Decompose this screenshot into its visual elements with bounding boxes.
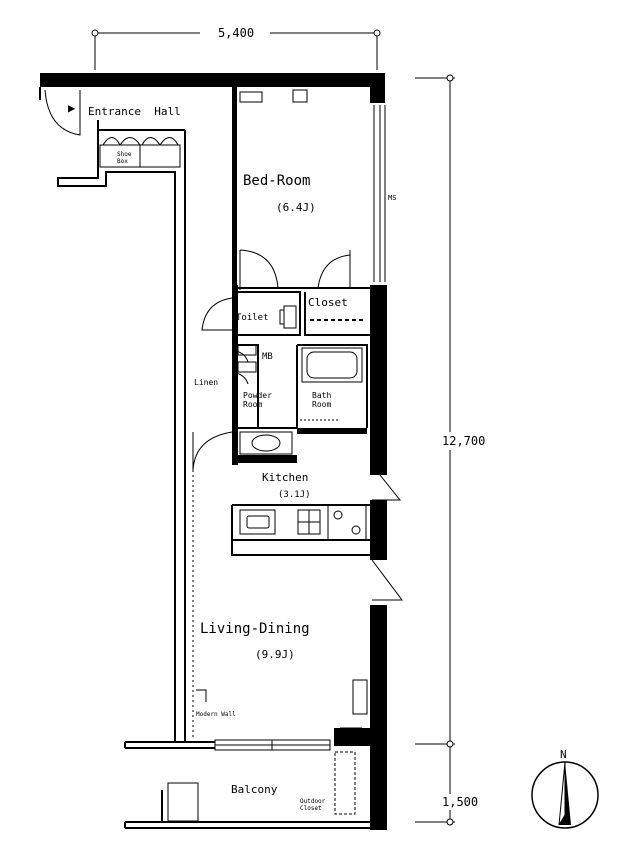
entrance-arrow-icon: ▶ xyxy=(68,101,76,115)
bedroom-ac xyxy=(239,89,308,103)
dimension-height-main: 12,700 xyxy=(442,434,485,448)
toilet-label: Toilet xyxy=(236,313,269,323)
dimension-width: 5,400 xyxy=(218,26,254,40)
dimension-height-bg xyxy=(436,432,496,450)
bedroom-area: (6.4J) xyxy=(276,201,316,214)
kitchen-label: Kitchen xyxy=(262,471,308,484)
living-dining-label: Living-Dining xyxy=(200,621,310,637)
modern-wall-label: Modern Wall xyxy=(196,711,236,718)
door-swings xyxy=(44,89,403,601)
mb-label: MB xyxy=(262,352,273,362)
kitchen-area: (3.1J) xyxy=(278,490,311,500)
entrance-hall-label: Entrance Hall xyxy=(88,105,181,118)
compass-icon xyxy=(531,761,599,829)
dimension-ticks xyxy=(91,29,454,826)
kitchen-counter xyxy=(239,504,367,541)
bathtub xyxy=(301,347,363,383)
living-dining-area: (9.9J) xyxy=(255,648,295,661)
dimension-height-balcony: 1,500 xyxy=(442,795,478,809)
dimension-balcony-bg xyxy=(436,794,486,810)
balcony-fixtures xyxy=(167,751,356,822)
ms-label: MS xyxy=(388,194,396,202)
balcony-sliding-door xyxy=(214,739,331,751)
bedroom-window xyxy=(373,105,386,282)
exterior-walls xyxy=(40,73,387,830)
interior-walls xyxy=(39,87,370,829)
shoe-cabinet xyxy=(99,137,181,168)
balcony-label: Balcony xyxy=(231,783,278,796)
dimension-width-bg xyxy=(200,25,270,41)
bedroom-label: Bed-Room xyxy=(243,173,310,189)
powder-fixtures xyxy=(237,344,340,455)
linen-label: Linen xyxy=(194,378,218,387)
toilet-fixture xyxy=(279,305,297,329)
compass-north-label: N xyxy=(560,748,567,761)
living-fixtures xyxy=(196,679,368,729)
closet-label: Closet xyxy=(308,296,348,309)
